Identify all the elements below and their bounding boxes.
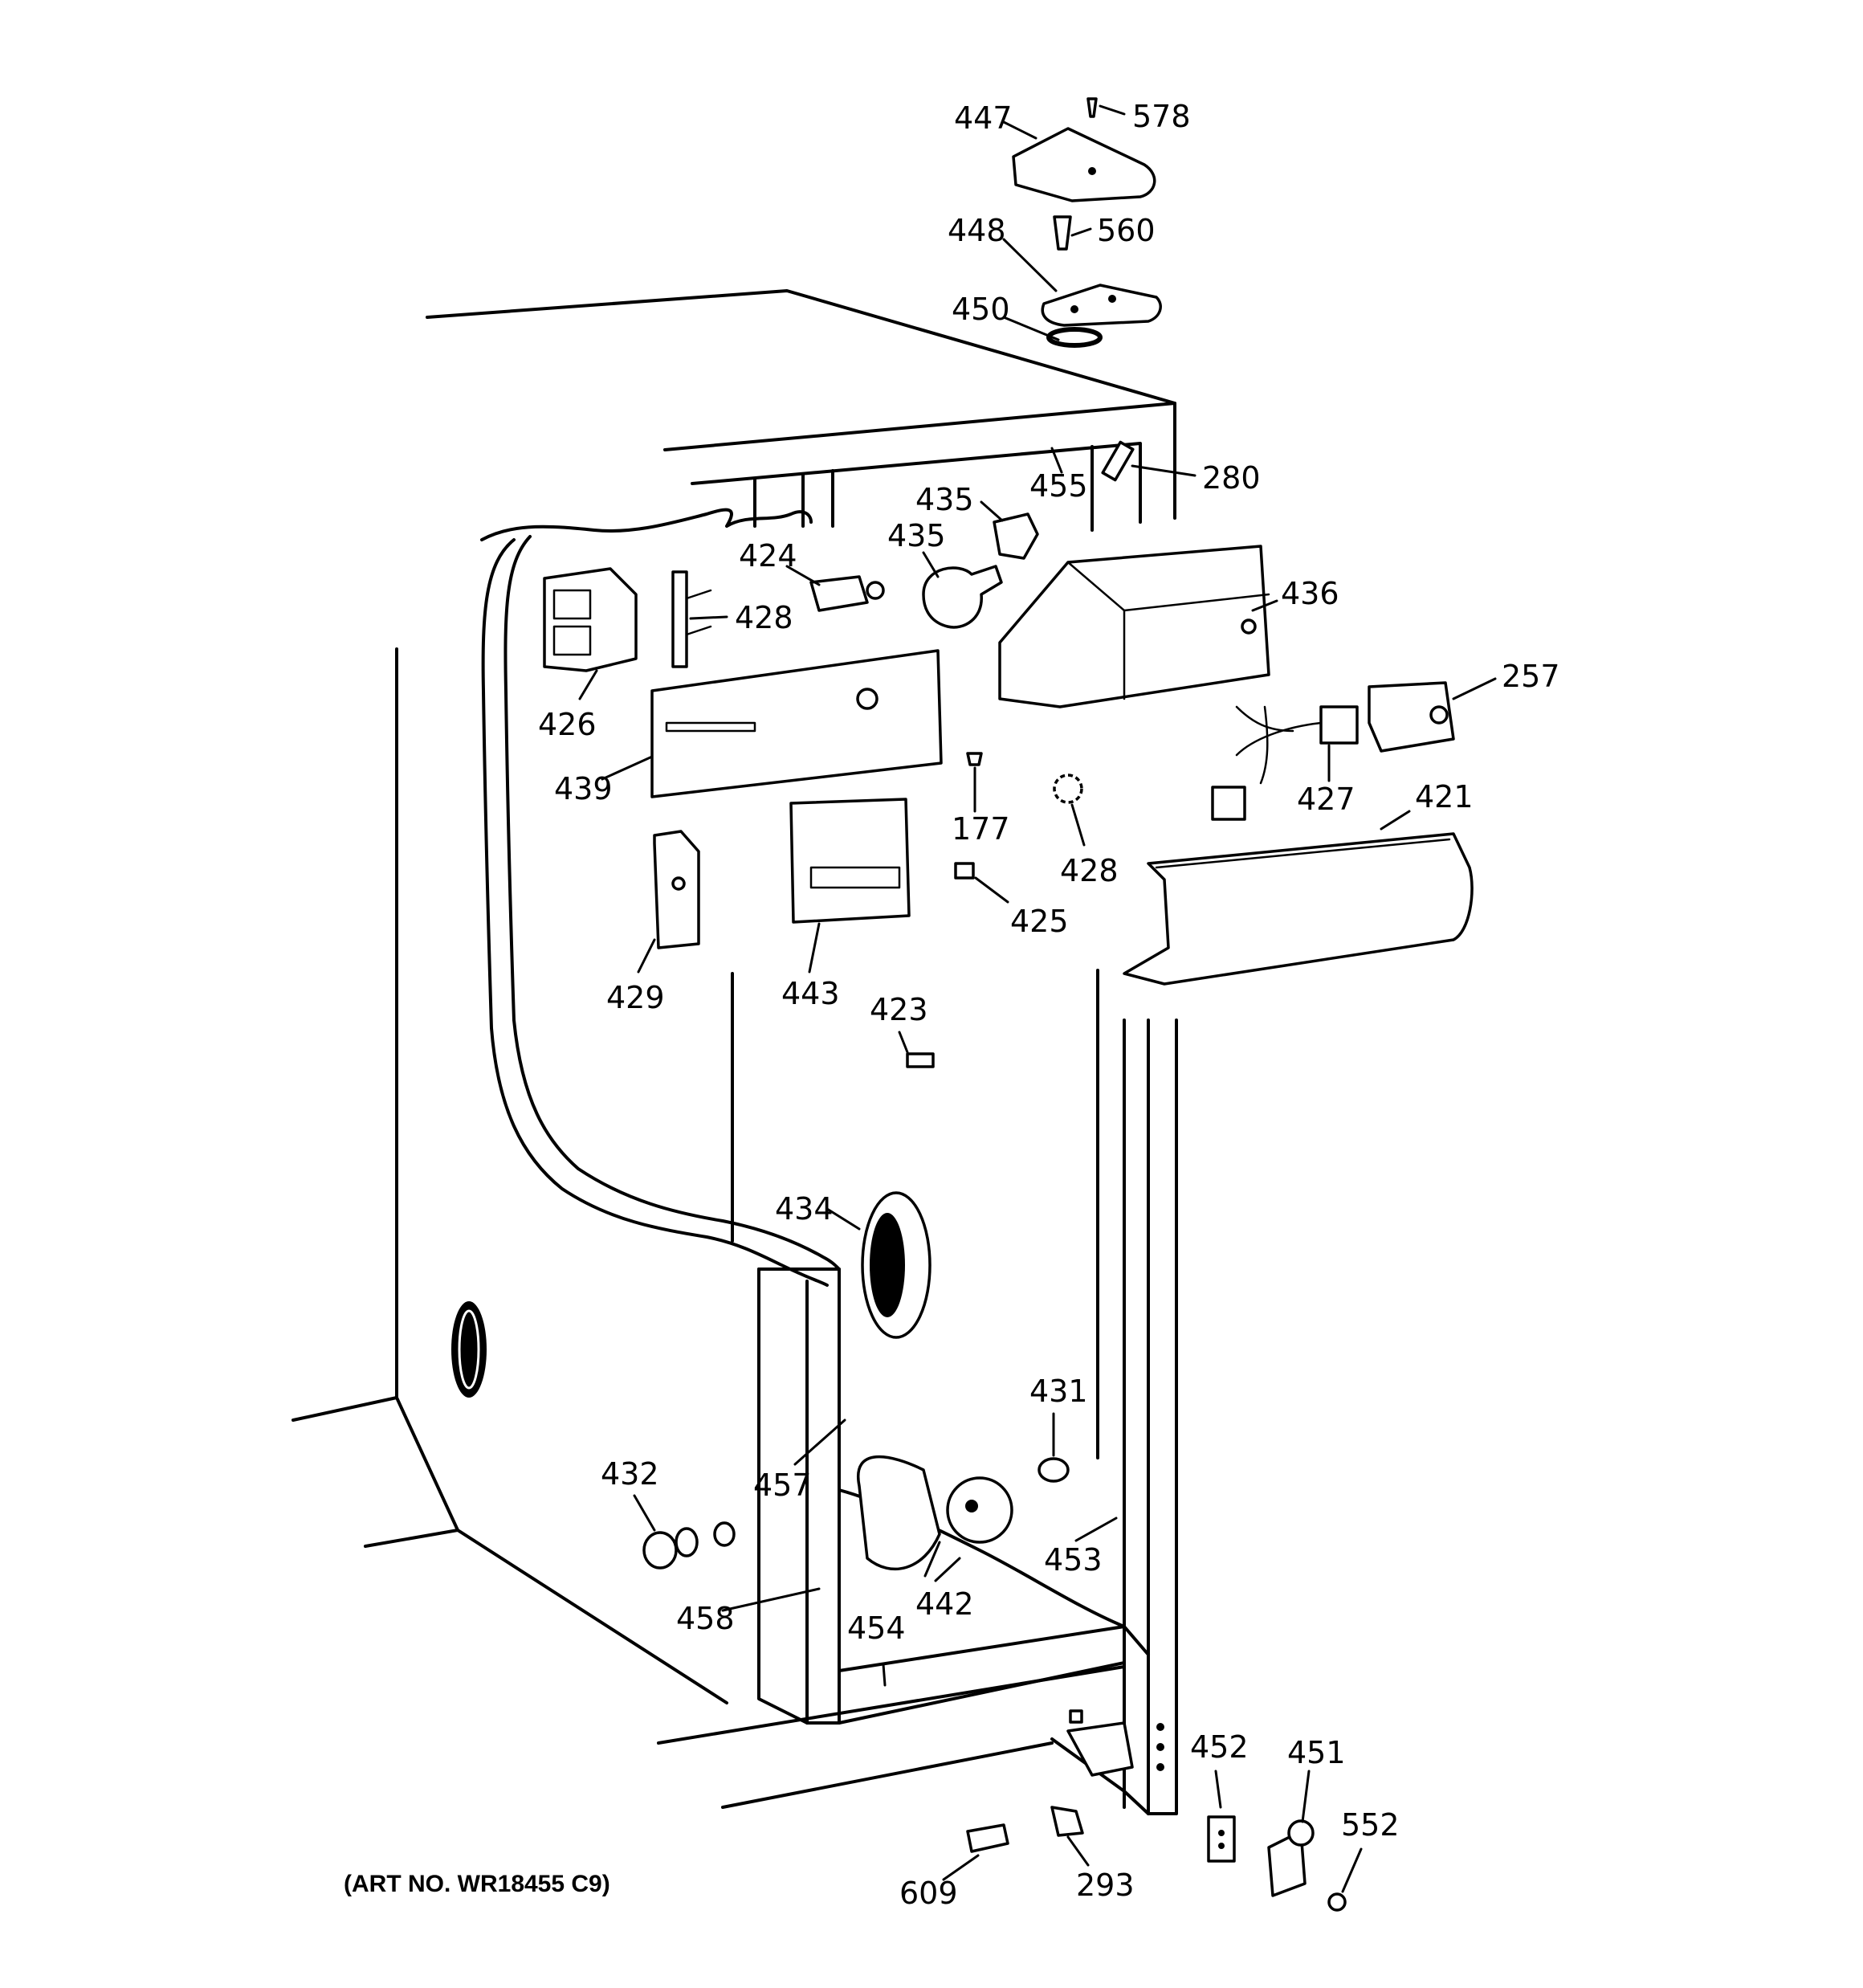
wire-harness-icon: [1211, 705, 1359, 821]
connector-423-icon: [906, 1052, 935, 1068]
screw-578-icon: [1086, 97, 1098, 118]
light-housing-icon: [998, 545, 1270, 708]
callout-448: 448: [948, 213, 1006, 248]
side-vent-icon: [451, 1301, 487, 1398]
bushing-432-icon: [642, 1521, 736, 1570]
callout-425: 425: [1010, 904, 1069, 939]
cabinet-outline: [291, 289, 1178, 1815]
callout-293: 293: [1076, 1868, 1135, 1903]
control-cover-icon: [1123, 832, 1474, 986]
shim-452-icon: [1207, 1815, 1236, 1863]
lamp-socket-icon: [993, 512, 1039, 560]
callout-560: 560: [1097, 213, 1156, 248]
plug-431-icon: [1037, 1457, 1070, 1483]
callout-428-bracket: 428: [735, 600, 793, 635]
callout-436: 436: [1281, 576, 1339, 611]
screw-552-icon: [1327, 1892, 1347, 1912]
hinge-cover-icon: [1012, 127, 1156, 202]
callout-454: 454: [847, 1610, 906, 1646]
leader-lines: [578, 104, 1497, 1893]
control-knob-425-icon: [954, 862, 975, 880]
part-293-icon: [1050, 1806, 1084, 1837]
callout-552: 552: [1341, 1807, 1400, 1843]
screw-177-icon: [966, 752, 983, 766]
callout-458: 458: [676, 1601, 735, 1636]
air-vent-grille-icon: [861, 1191, 932, 1339]
art-number: (ART NO. WR18455 C9): [344, 1871, 610, 1897]
callout-447: 447: [954, 100, 1013, 136]
callout-578: 578: [1132, 99, 1191, 134]
callout-177: 177: [952, 811, 1010, 847]
callout-451: 451: [1287, 1735, 1346, 1770]
bracket-443-icon: [789, 798, 911, 924]
cam-icon: [1101, 440, 1135, 482]
callout-457: 457: [753, 1468, 812, 1503]
callout-450: 450: [952, 292, 1010, 327]
control-channel-icon: [650, 649, 943, 798]
callout-455: 455: [1029, 468, 1088, 504]
callout-labels: 447 578 448 560 450 455 280 435 435 424 …: [538, 99, 1560, 1911]
callout-428-gear: 428: [1060, 853, 1119, 888]
callout-423: 423: [870, 992, 928, 1027]
defrost-timer-icon: [1368, 681, 1455, 753]
callout-427: 427: [1297, 782, 1355, 817]
callout-257: 257: [1502, 659, 1560, 694]
callout-439: 439: [554, 771, 613, 806]
callout-434: 434: [775, 1191, 834, 1227]
callout-429: 429: [606, 980, 665, 1015]
hinge-icon: [1041, 284, 1162, 327]
callout-280: 280: [1202, 460, 1261, 496]
thermostat-bracket-icon: [671, 570, 688, 668]
part-609-icon: [966, 1823, 1009, 1853]
callout-435-socket: 435: [915, 482, 974, 517]
callout-442: 442: [915, 1586, 974, 1622]
temperature-control-icon: [543, 567, 638, 672]
callout-431: 431: [1029, 1374, 1088, 1409]
light-bulb-icon: [922, 565, 1003, 629]
callout-421: 421: [1415, 779, 1474, 814]
callout-452: 452: [1190, 1729, 1249, 1765]
callout-435-bulb: 435: [887, 518, 946, 553]
damper-control-icon: [856, 1455, 1013, 1571]
control-knob-gear-icon: [1053, 774, 1083, 804]
callout-424: 424: [739, 538, 797, 574]
light-switch-icon: [809, 575, 869, 612]
screw-560-icon: [1053, 215, 1072, 251]
callout-426: 426: [538, 707, 597, 742]
callout-453: 453: [1044, 1542, 1103, 1578]
hinge-shim-icon: [1046, 327, 1103, 348]
callout-609: 609: [899, 1876, 958, 1911]
callout-432: 432: [601, 1456, 659, 1492]
callout-443: 443: [781, 976, 840, 1011]
